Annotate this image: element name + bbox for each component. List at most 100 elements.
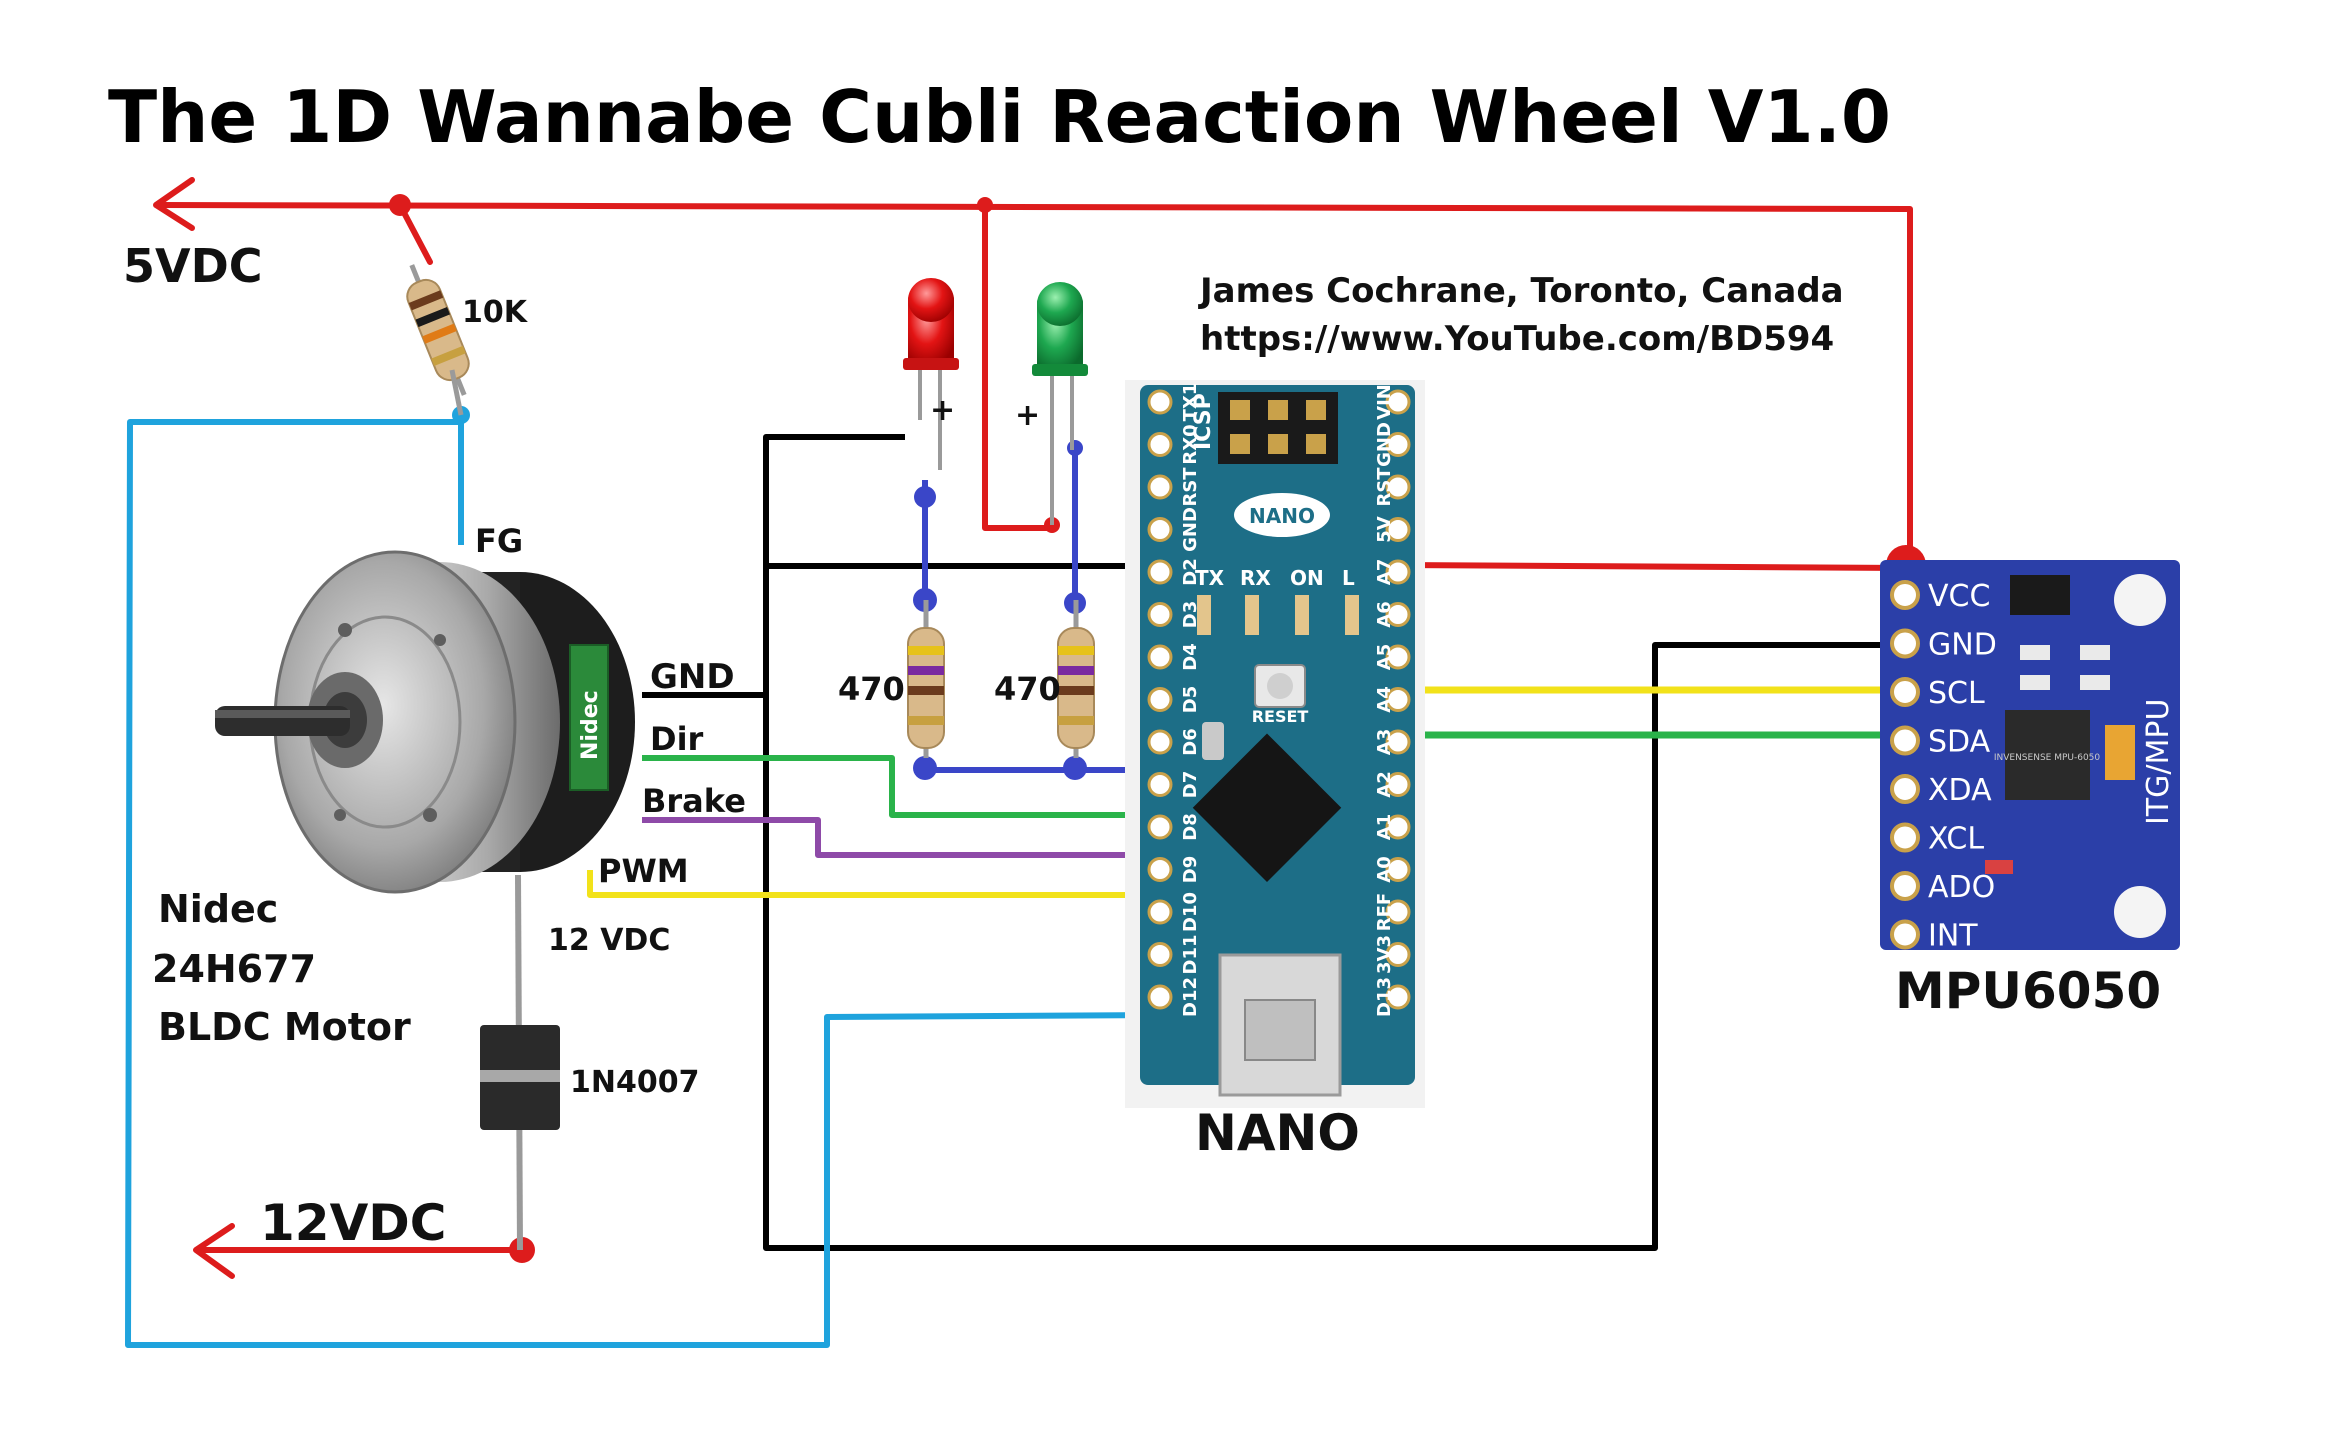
junction-12v [509,1237,535,1263]
5v-arrow-head [153,177,195,231]
label-brake: Brake [642,782,746,820]
nano-pin-label-left-d10: D10 [1180,892,1201,932]
mpu6050-board: INVENSENSE MPU-6050 ITG/MPU [1880,560,2180,950]
nano-pin-right-a1 [1385,814,1411,840]
label-nano: NANO [1195,1104,1360,1162]
nano-pin-right-rst [1385,474,1411,500]
nano-pin-label-left-d12: D12 [1180,977,1201,1017]
junction-5v-resistor [389,194,411,216]
12v-arrow-head [193,1223,235,1279]
nano-pin-right-gnd [1385,432,1411,457]
nano-pin-right-vin [1385,389,1411,415]
nano-pin-label-right-3v3: 3V3 [1374,935,1395,974]
nano-pin-left-d9 [1147,857,1173,882]
mpu-pin-ado [1890,871,1920,901]
nano-pin-label-right-a7: A7 [1374,559,1395,585]
nano-pin-left-d8 [1147,814,1173,840]
wire-led-network [922,450,1160,773]
credit-url: https://www.YouTube.com/BD594 [1200,319,1834,359]
nano-pin-right-a4 [1385,687,1411,712]
label-10k: 10K [462,295,529,330]
nano-pin-left-d10 [1147,899,1173,925]
wire-12v [193,1223,523,1279]
mpu-side-label: ITG/MPU [2141,699,2176,825]
nano-pin-label-left-d7: D7 [1180,771,1201,798]
nano-pin-headers: TX1RX0RSTGNDD2D3D4D5D6D7D8D9D10D11D12VIN… [1147,383,1411,1017]
led-green [1032,282,1088,525]
wire-pwm [587,870,1160,898]
nano-pin-left-rx0 [1147,432,1173,457]
label-dir: Dir [650,720,704,758]
wire-fg [125,415,1161,1348]
junction-led-red-top [914,486,936,508]
mpu-pin-int [1890,919,1920,950]
mpu-pin-gnd [1890,628,1920,659]
resistor-470-green [1057,600,1095,758]
nano-pin-right-d13 [1385,984,1411,1010]
mpu-pin-sda [1890,725,1920,756]
wire-dir [642,755,1160,818]
mpu-pin-xda [1890,774,1920,804]
mpu-pin-vcc [1890,580,1920,610]
nano-pin-left-d4 [1147,644,1173,670]
nano-pin-label-right-a2: A2 [1374,771,1395,797]
nano-pin-label-right-d13: D13 [1374,977,1395,1017]
nano-led-on: ON [1290,566,1324,590]
motor-brand: Nidec [578,690,603,760]
nano-badge [1234,493,1330,537]
nano-led-tx: TX [1195,566,1225,590]
nano-pin-right-ref [1385,899,1411,925]
nano-pin-right-a3 [1385,729,1411,755]
diagram-title: The 1D Wannabe Cubli Reaction Wheel V1.0 [108,75,1891,159]
motor-name-line-2: 24H677 [152,947,316,991]
label-led-red-plus: + [930,393,955,428]
motor-name-line-1: Nidec [158,887,278,931]
label-470-green: 470 [994,670,1061,708]
nano-pin-label-left-d4: D4 [1180,643,1201,670]
nano-pin-label-left-d5: D5 [1180,686,1201,713]
nano-pin-right-a7 [1385,559,1411,585]
nano-pin-left-d6 [1147,729,1173,755]
nano-pin-label-left-d8: D8 [1180,813,1201,840]
nano-pin-right-3v3 [1385,942,1411,967]
nano-pin-label-left-d2: D2 [1180,558,1201,585]
junction-led-green-bottom [1063,756,1087,780]
nano-pin-label-right-a4: A4 [1374,686,1395,712]
label-diode: 1N4007 [570,1065,699,1100]
label-pwm: PWM [598,852,689,890]
mpu-pin-label-sda: SDA [1928,725,1991,760]
mpu-pin-xcl [1890,822,1920,853]
nano-pin-right-a6 [1385,602,1411,627]
nano-pin-label-right-vin: VIN [1374,384,1395,420]
resistor-470-red [907,600,945,758]
wires [125,177,1926,1348]
nano-pin-label-right-a6: A6 [1374,601,1395,627]
mpu-pin-label-gnd: GND [1928,628,1997,663]
mpu-pin-label-ado: ADO [1928,870,1995,905]
mpu-chip [2005,710,2090,800]
nano-pin-label-right-a1: A1 [1374,814,1395,840]
mpu-pin-scl [1890,677,1920,707]
junction-5v-led [977,197,993,213]
label-470-red: 470 [838,670,905,708]
nano-pin-right-a0 [1385,857,1411,882]
mpu-pin-label-xcl: XCL [1928,822,1984,857]
arduino-nano-board: ICSP NANO TX RX ON L RESET [1125,380,1425,1108]
nano-pin-label-right-ref: REF [1374,893,1395,931]
nano-led-rx: RX [1240,566,1271,590]
nano-pin-left-gnd [1147,517,1173,542]
nano-pin-label-right-rst: RST [1374,467,1395,507]
label-led-green-plus: + [1015,398,1040,433]
nano-pin-label-right-gnd: GND [1374,422,1395,467]
icsp-label: ICSP [1191,393,1216,450]
nano-pin-left-d2 [1147,559,1173,585]
label-12vdc: 12VDC [260,1194,446,1252]
bldc-motor: Nidec [215,550,635,894]
wire-5v-bus [153,177,1913,571]
junction-led-green-top [1067,440,1083,456]
resistor-10k-lead-bottom [449,369,464,416]
nano-pin-label-right-a0: A0 [1374,856,1395,882]
label-mpu6050: MPU6050 [1895,962,2161,1020]
